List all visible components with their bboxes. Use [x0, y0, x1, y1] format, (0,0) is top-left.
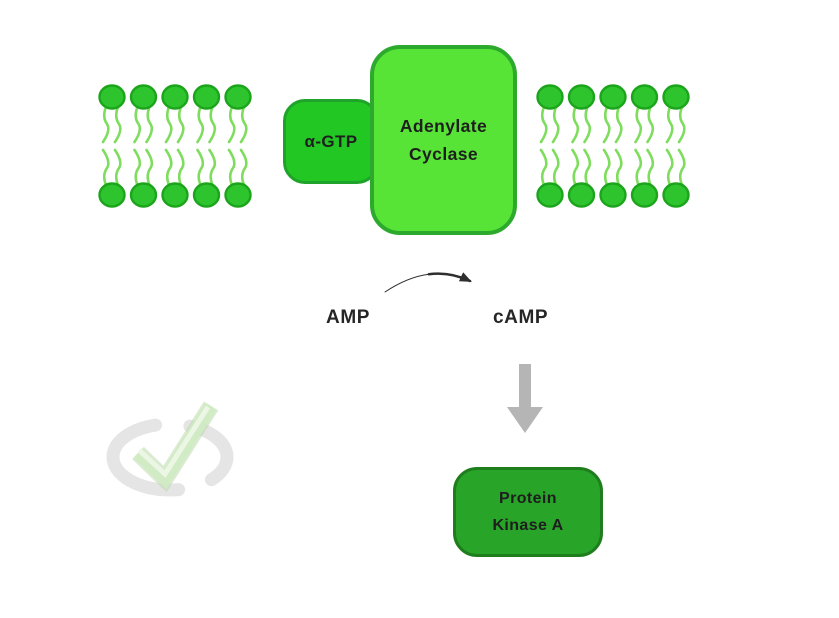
amp-label: AMP — [326, 307, 371, 328]
phospholipid — [567, 148, 596, 208]
arrow-head — [507, 407, 543, 433]
phospholipid — [630, 84, 659, 144]
adenylate-cyclase-label-line2: Cyclase — [409, 144, 478, 164]
alpha-gtp-label: α-GTP — [304, 131, 358, 151]
arrow-tail — [384, 273, 430, 293]
phospholipid — [98, 84, 126, 144]
phospholipid — [192, 84, 221, 144]
adenylate-cyclase-node: Adenylate Cyclase — [370, 45, 517, 235]
watermark — [106, 401, 234, 497]
pka-label-line2: Kinase A — [492, 517, 564, 534]
alpha-gtp-node: α-GTP — [283, 99, 379, 184]
lipid-bilayer-left — [98, 84, 252, 208]
phospholipid — [599, 148, 627, 208]
amp-to-camp-arrow — [384, 272, 472, 293]
phospholipid — [536, 148, 564, 208]
arrow-shaft — [519, 364, 531, 407]
phospholipid — [630, 148, 659, 208]
phospholipid — [536, 84, 564, 144]
pka-label-line1: Protein — [499, 490, 557, 507]
phospholipid — [224, 84, 252, 144]
circular-arrow-icon — [106, 417, 234, 497]
phospholipid — [599, 84, 627, 144]
camp-to-pka-arrow — [507, 364, 543, 433]
protein-kinase-a-node: Protein Kinase A — [453, 467, 603, 557]
phospholipid — [129, 84, 158, 144]
adenylate-cyclase-label-line1: Adenylate — [399, 116, 488, 136]
phospholipid — [662, 148, 690, 208]
phospholipid — [98, 148, 126, 208]
phospholipid — [161, 84, 189, 144]
checkmark-icon — [137, 405, 211, 478]
phospholipid — [224, 148, 252, 208]
phospholipid — [662, 84, 690, 144]
phospholipid — [567, 84, 596, 144]
lipid-bilayer-right — [536, 84, 690, 208]
arrow-body — [427, 272, 472, 283]
camp-label: cAMP — [493, 307, 549, 328]
phospholipid — [161, 148, 189, 208]
phospholipid — [192, 148, 221, 208]
phospholipid — [129, 148, 158, 208]
